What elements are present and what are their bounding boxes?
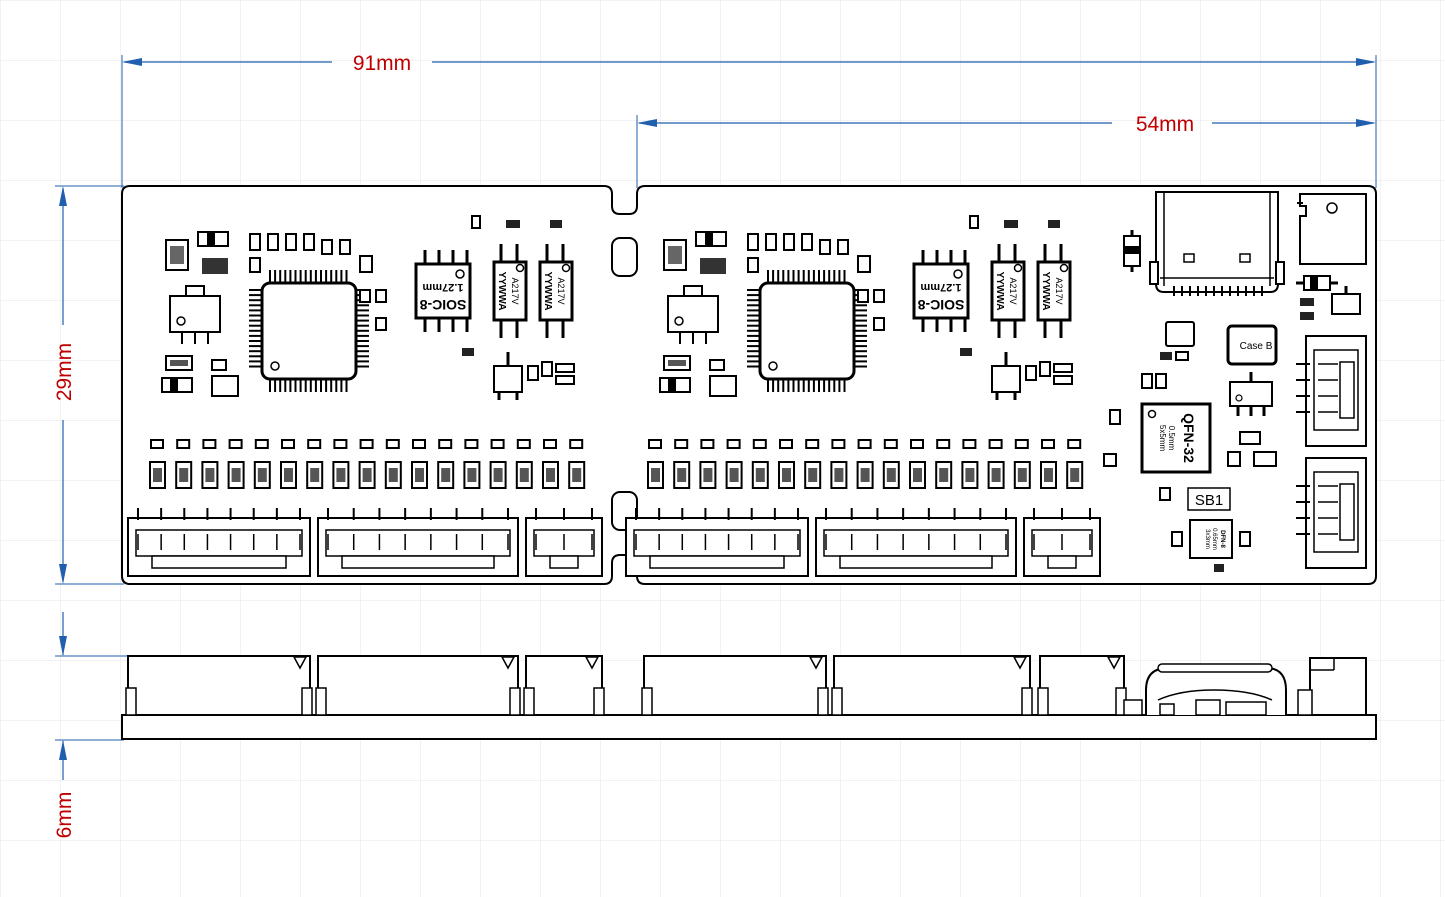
led xyxy=(936,439,951,449)
dimension-label-right-section-width: 54mm xyxy=(1136,113,1194,136)
led xyxy=(988,439,1003,449)
led xyxy=(1014,439,1029,449)
dimension-29mm xyxy=(55,185,124,585)
led xyxy=(726,439,741,449)
opto-a1-date: YYWWA xyxy=(496,272,507,311)
led xyxy=(752,439,767,449)
channel-section-a: SOIC-8 1.27mm A217V YYWWA A217V YYWWA xyxy=(127,215,603,577)
connector-side-profile xyxy=(127,655,311,716)
led xyxy=(831,439,846,449)
led xyxy=(333,439,348,449)
led xyxy=(438,439,453,449)
led xyxy=(857,439,872,449)
jumper-sb1-label: SB1 xyxy=(1195,492,1223,509)
led xyxy=(516,439,531,449)
led xyxy=(910,439,924,449)
dimension-91mm xyxy=(121,55,1377,188)
led xyxy=(254,439,269,449)
dimension-label-board-thickness: 6mm xyxy=(53,792,76,839)
opto-b2-date: YYWWA xyxy=(1040,272,1051,311)
opto-b2-code: A217V xyxy=(1054,277,1064,304)
led xyxy=(281,439,295,449)
led xyxy=(150,439,164,449)
case-b-label: Case B xyxy=(1240,341,1273,352)
led xyxy=(805,439,820,449)
led xyxy=(700,439,715,449)
led xyxy=(202,439,217,449)
qfn-pitch: 0.5mm xyxy=(1167,426,1176,451)
led xyxy=(176,439,191,449)
soic-pitch-label-a: 1.27mm xyxy=(422,281,463,293)
opto-b1-date: YYWWA xyxy=(994,272,1005,311)
dimension-label-board-height: 29mm xyxy=(53,343,76,401)
connector-side-profile xyxy=(833,655,1031,716)
qfn-size: 5x5mm xyxy=(1158,425,1167,452)
led xyxy=(648,439,662,449)
opto-a2-code: A217V xyxy=(556,277,566,304)
qfn-title: QFN-32 xyxy=(1181,413,1197,463)
led xyxy=(385,439,400,449)
section-b-labels: SOIC-8 1.27mm A217V YYWWA A217V YYWWA xyxy=(917,272,1064,313)
dfn-title: DFN-8 xyxy=(1219,530,1225,548)
led xyxy=(779,439,793,449)
channel-section-b xyxy=(625,215,1101,577)
led xyxy=(569,439,584,449)
dfn-pitch: 0.65mm xyxy=(1211,528,1217,550)
connector-side-profile xyxy=(643,655,827,716)
dimension-label-overall-width: 91mm xyxy=(353,52,411,75)
led xyxy=(412,439,426,449)
connector-side-profile xyxy=(1039,655,1125,716)
led xyxy=(883,439,898,449)
soic-label-b: SOIC-8 xyxy=(917,297,964,313)
connector-side-profile xyxy=(525,655,603,716)
opto-b1-code: A217V xyxy=(1008,277,1018,304)
soic-pitch-label-b: 1.27mm xyxy=(920,281,961,293)
led xyxy=(1041,439,1055,449)
led xyxy=(307,439,322,449)
led xyxy=(359,439,374,449)
side-view xyxy=(121,655,1377,740)
led xyxy=(674,439,689,449)
dimension-54mm xyxy=(636,115,1376,188)
soic-label-a: SOIC-8 xyxy=(419,297,466,313)
connector-side-profile xyxy=(317,655,519,716)
led xyxy=(464,439,479,449)
led xyxy=(228,439,243,449)
led xyxy=(490,439,505,449)
dimension-6mm xyxy=(55,612,128,780)
opto-a2-date: YYWWA xyxy=(542,272,553,311)
mcu-section: Case B QFN-32 0.5mm 5x5mm SB1 DFN-8 0.65… xyxy=(1103,191,1367,572)
led xyxy=(543,439,557,449)
mounting-slot-upper xyxy=(611,237,638,277)
opto-a1-code: A217V xyxy=(510,277,520,304)
led xyxy=(962,439,977,449)
pcb-side-profile xyxy=(121,714,1377,740)
led xyxy=(1067,439,1082,449)
dfn-size: 3x3mm xyxy=(1204,529,1210,549)
